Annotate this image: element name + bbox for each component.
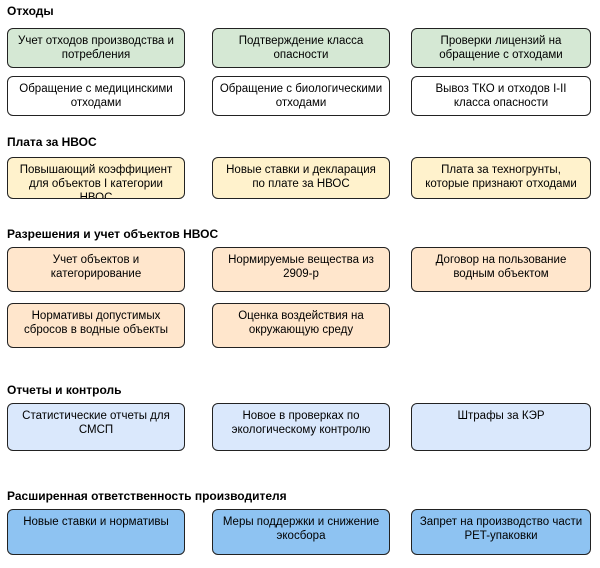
box-support-measures: Меры поддержки и снижение экосбора — [212, 509, 390, 555]
box-discharge-standards: Нормативы допустимых сбросов в водные об… — [7, 303, 185, 348]
section-title-permits: Разрешения и учет объектов НВОС — [7, 227, 219, 241]
box-object-registration: Учет объектов и категорирование — [7, 247, 185, 292]
box-new-rates-standards: Новые ставки и нормативы — [7, 509, 185, 555]
section-title-epr: Расширенная ответственность производител… — [7, 489, 287, 503]
box-pet-packaging-ban: Запрет на производство части PET-упаковк… — [411, 509, 591, 555]
box-environmental-inspections: Новое в проверках по экологическому конт… — [212, 403, 390, 451]
section-title-nvos-fee: Плата за НВОС — [7, 135, 97, 149]
box-new-rates-declaration: Новые ставки и декларация по плате за НВ… — [212, 157, 390, 199]
box-medical-waste: Обращение с медицинскими отходами — [7, 76, 185, 116]
box-license-checks: Проверки лицензий на обращение с отходам… — [411, 28, 591, 68]
box-ker-fines: Штрафы за КЭР — [411, 403, 591, 451]
box-regulated-substances: Нормируемые вещества из 2909-р — [212, 247, 390, 292]
box-biological-waste: Обращение с биологическими отходами — [212, 76, 390, 116]
box-environmental-impact: Оценка воздействия на окружающую среду — [212, 303, 390, 348]
box-technogrounds-fee: Плата за техногрунты, которые признают о… — [411, 157, 591, 199]
box-waste-accounting: Учет отходов производства и потребления — [7, 28, 185, 68]
box-msw-removal: Вывоз ТКО и отходов I-II класса опасност… — [411, 76, 591, 116]
section-title-waste: Отходы — [7, 4, 54, 18]
box-increasing-coefficient: Повышающий коэффициент для объектов I ка… — [7, 157, 185, 199]
box-hazard-class-confirmation: Подтверждение класса опасности — [212, 28, 390, 68]
section-title-reports: Отчеты и контроль — [7, 383, 122, 397]
box-statistical-reports: Статистические отчеты для СМСП — [7, 403, 185, 451]
box-water-use-agreement: Договор на пользование водным объектом — [411, 247, 591, 292]
